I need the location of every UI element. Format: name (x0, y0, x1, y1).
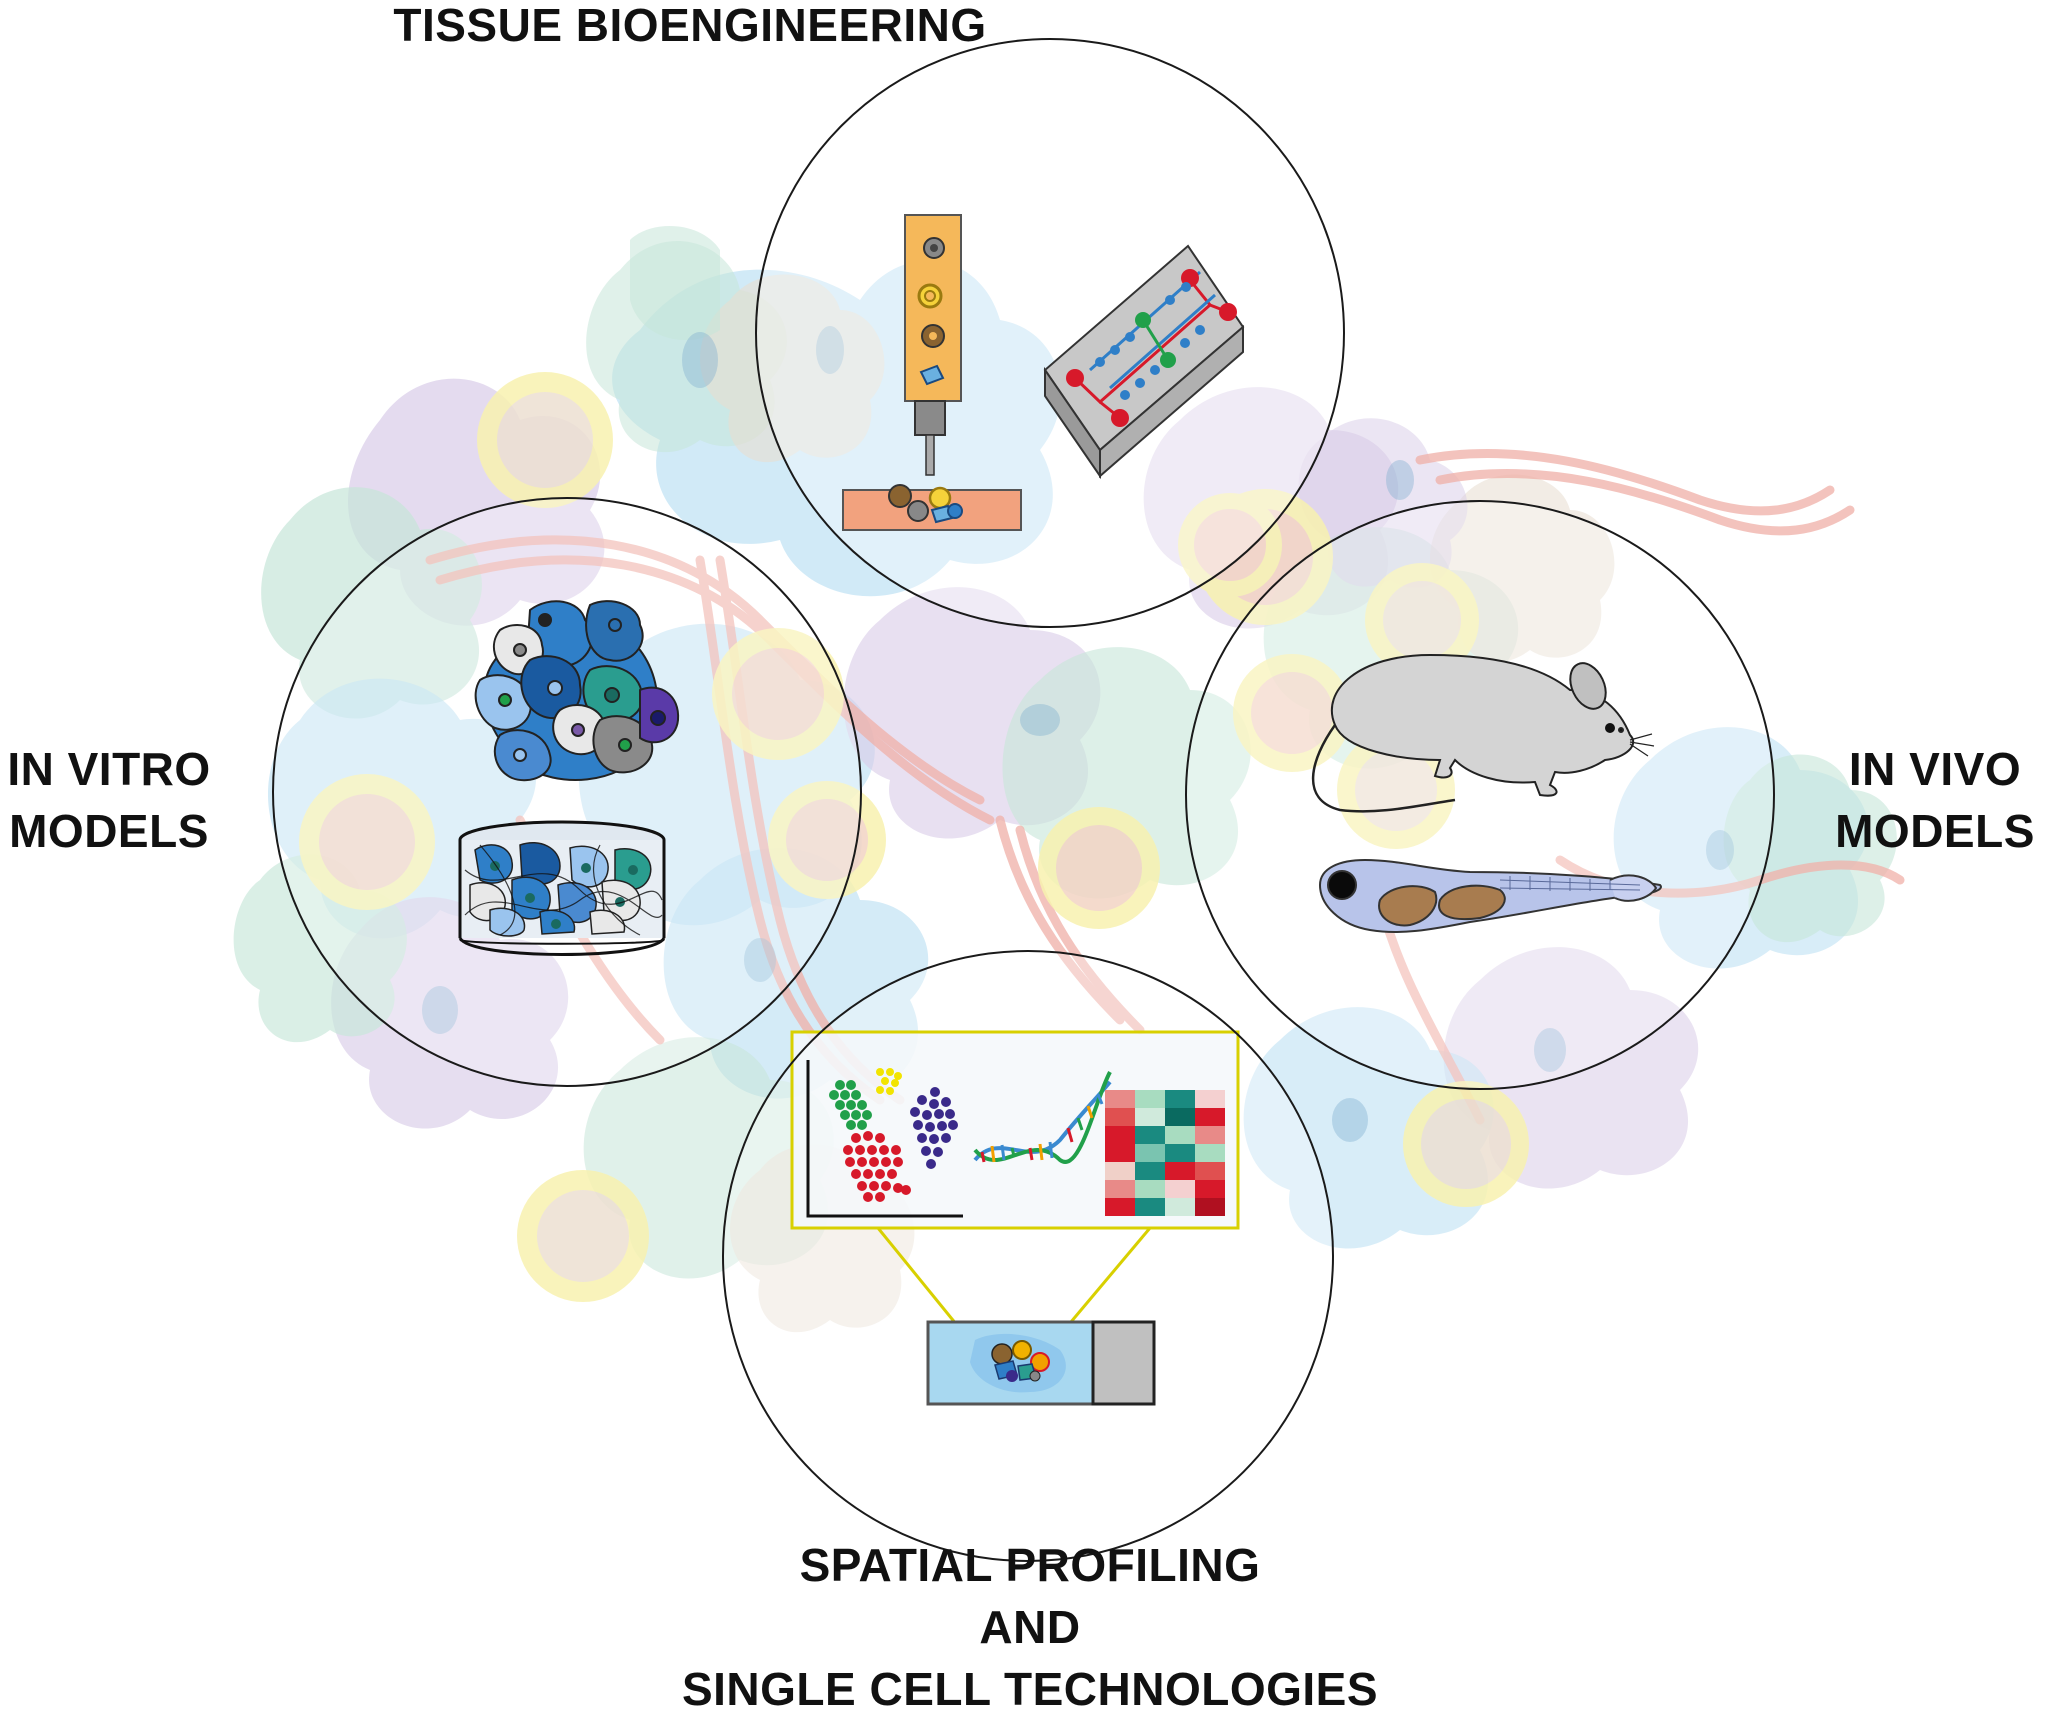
printed-substrate (842, 484, 1022, 531)
label-tissue-bioengineering: TISSUE BIOENGINEERING (0, 0, 1380, 56)
label-spatial-profiling: SPATIAL PROFILING AND SINGLE CELL TECHNO… (0, 1534, 2050, 1720)
background-nucleus (422, 986, 458, 1034)
background-ring-cell (477, 372, 613, 508)
background-nucleus (1332, 1098, 1368, 1142)
dna-helix-icon (973, 1071, 1112, 1164)
collagen-fiber (1015, 825, 1145, 1035)
background-nucleus (816, 326, 844, 374)
background-ring-cell (1038, 807, 1160, 929)
label-line: IN VIVO (1848, 743, 2022, 795)
label-line: TISSUE BIOENGINEERING (393, 0, 987, 51)
spatial-profiling-panel (722, 950, 1334, 1562)
background-ring-cell (712, 628, 844, 760)
background-cell-blob (630, 226, 720, 340)
background-nucleus (1020, 704, 1060, 736)
background-cell-blob (1723, 754, 1897, 943)
label-line: IN VITRO (7, 743, 211, 795)
in-vivo-panel (1185, 500, 1775, 1090)
tissue-bioengineering-panel (755, 38, 1345, 628)
label-in-vivo-models: IN VIVO MODELS (1820, 738, 2050, 862)
background-ring-cell (1178, 493, 1282, 597)
background-nucleus (1534, 1028, 1566, 1072)
panel-circle-backdrop (1186, 501, 1774, 1089)
panel-circle-outline (722, 950, 1334, 1562)
label-line: AND (979, 1601, 1081, 1653)
panel-circle-backdrop (756, 39, 1344, 627)
label-line: MODELS (1835, 805, 2035, 857)
zoom-line (876, 1227, 967, 1336)
scatter-plot-icon (806, 1060, 963, 1218)
background-ring-cell (517, 1170, 649, 1302)
mouse-icon (1311, 653, 1655, 813)
microfluidic-chip-icon (1043, 244, 1245, 480)
collagen-fiber (995, 815, 1125, 1025)
panel-circle-outline (272, 497, 862, 1087)
hydrogel-dish-icon (458, 820, 666, 956)
panel-circle-outline (755, 38, 1345, 628)
zebrafish-icon (1318, 858, 1662, 934)
zoom-line (1058, 1227, 1152, 1336)
collagen-fiber (1435, 469, 1855, 536)
in-vitro-panel (272, 497, 862, 1087)
label-line: MODELS (9, 805, 209, 857)
background-nucleus (744, 938, 776, 982)
label-in-vitro-models: IN VITRO MODELS (0, 738, 218, 862)
background-nucleus (1386, 460, 1414, 500)
collagen-fiber (1415, 449, 1835, 516)
label-line: SINGLE CELL TECHNOLOGIES (681, 1663, 1379, 1715)
bioprinter-icon (904, 214, 962, 476)
heatmap-icon (1105, 1090, 1225, 1216)
collagen-fiber (425, 535, 985, 805)
background-nucleus (1706, 830, 1734, 870)
spheroid-icon (474, 600, 680, 782)
background-ring-cell (1403, 1081, 1529, 1207)
tissue-slide-icon (926, 1320, 1156, 1406)
background-cell-blob (261, 487, 482, 719)
panel-circle-outline (1185, 500, 1775, 1090)
label-line: SPATIAL PROFILING (799, 1539, 1261, 1591)
panel-circle-backdrop (273, 498, 861, 1086)
background-ring-cell (299, 774, 435, 910)
background-nucleus (682, 332, 718, 388)
background-cell-blob (700, 274, 885, 463)
